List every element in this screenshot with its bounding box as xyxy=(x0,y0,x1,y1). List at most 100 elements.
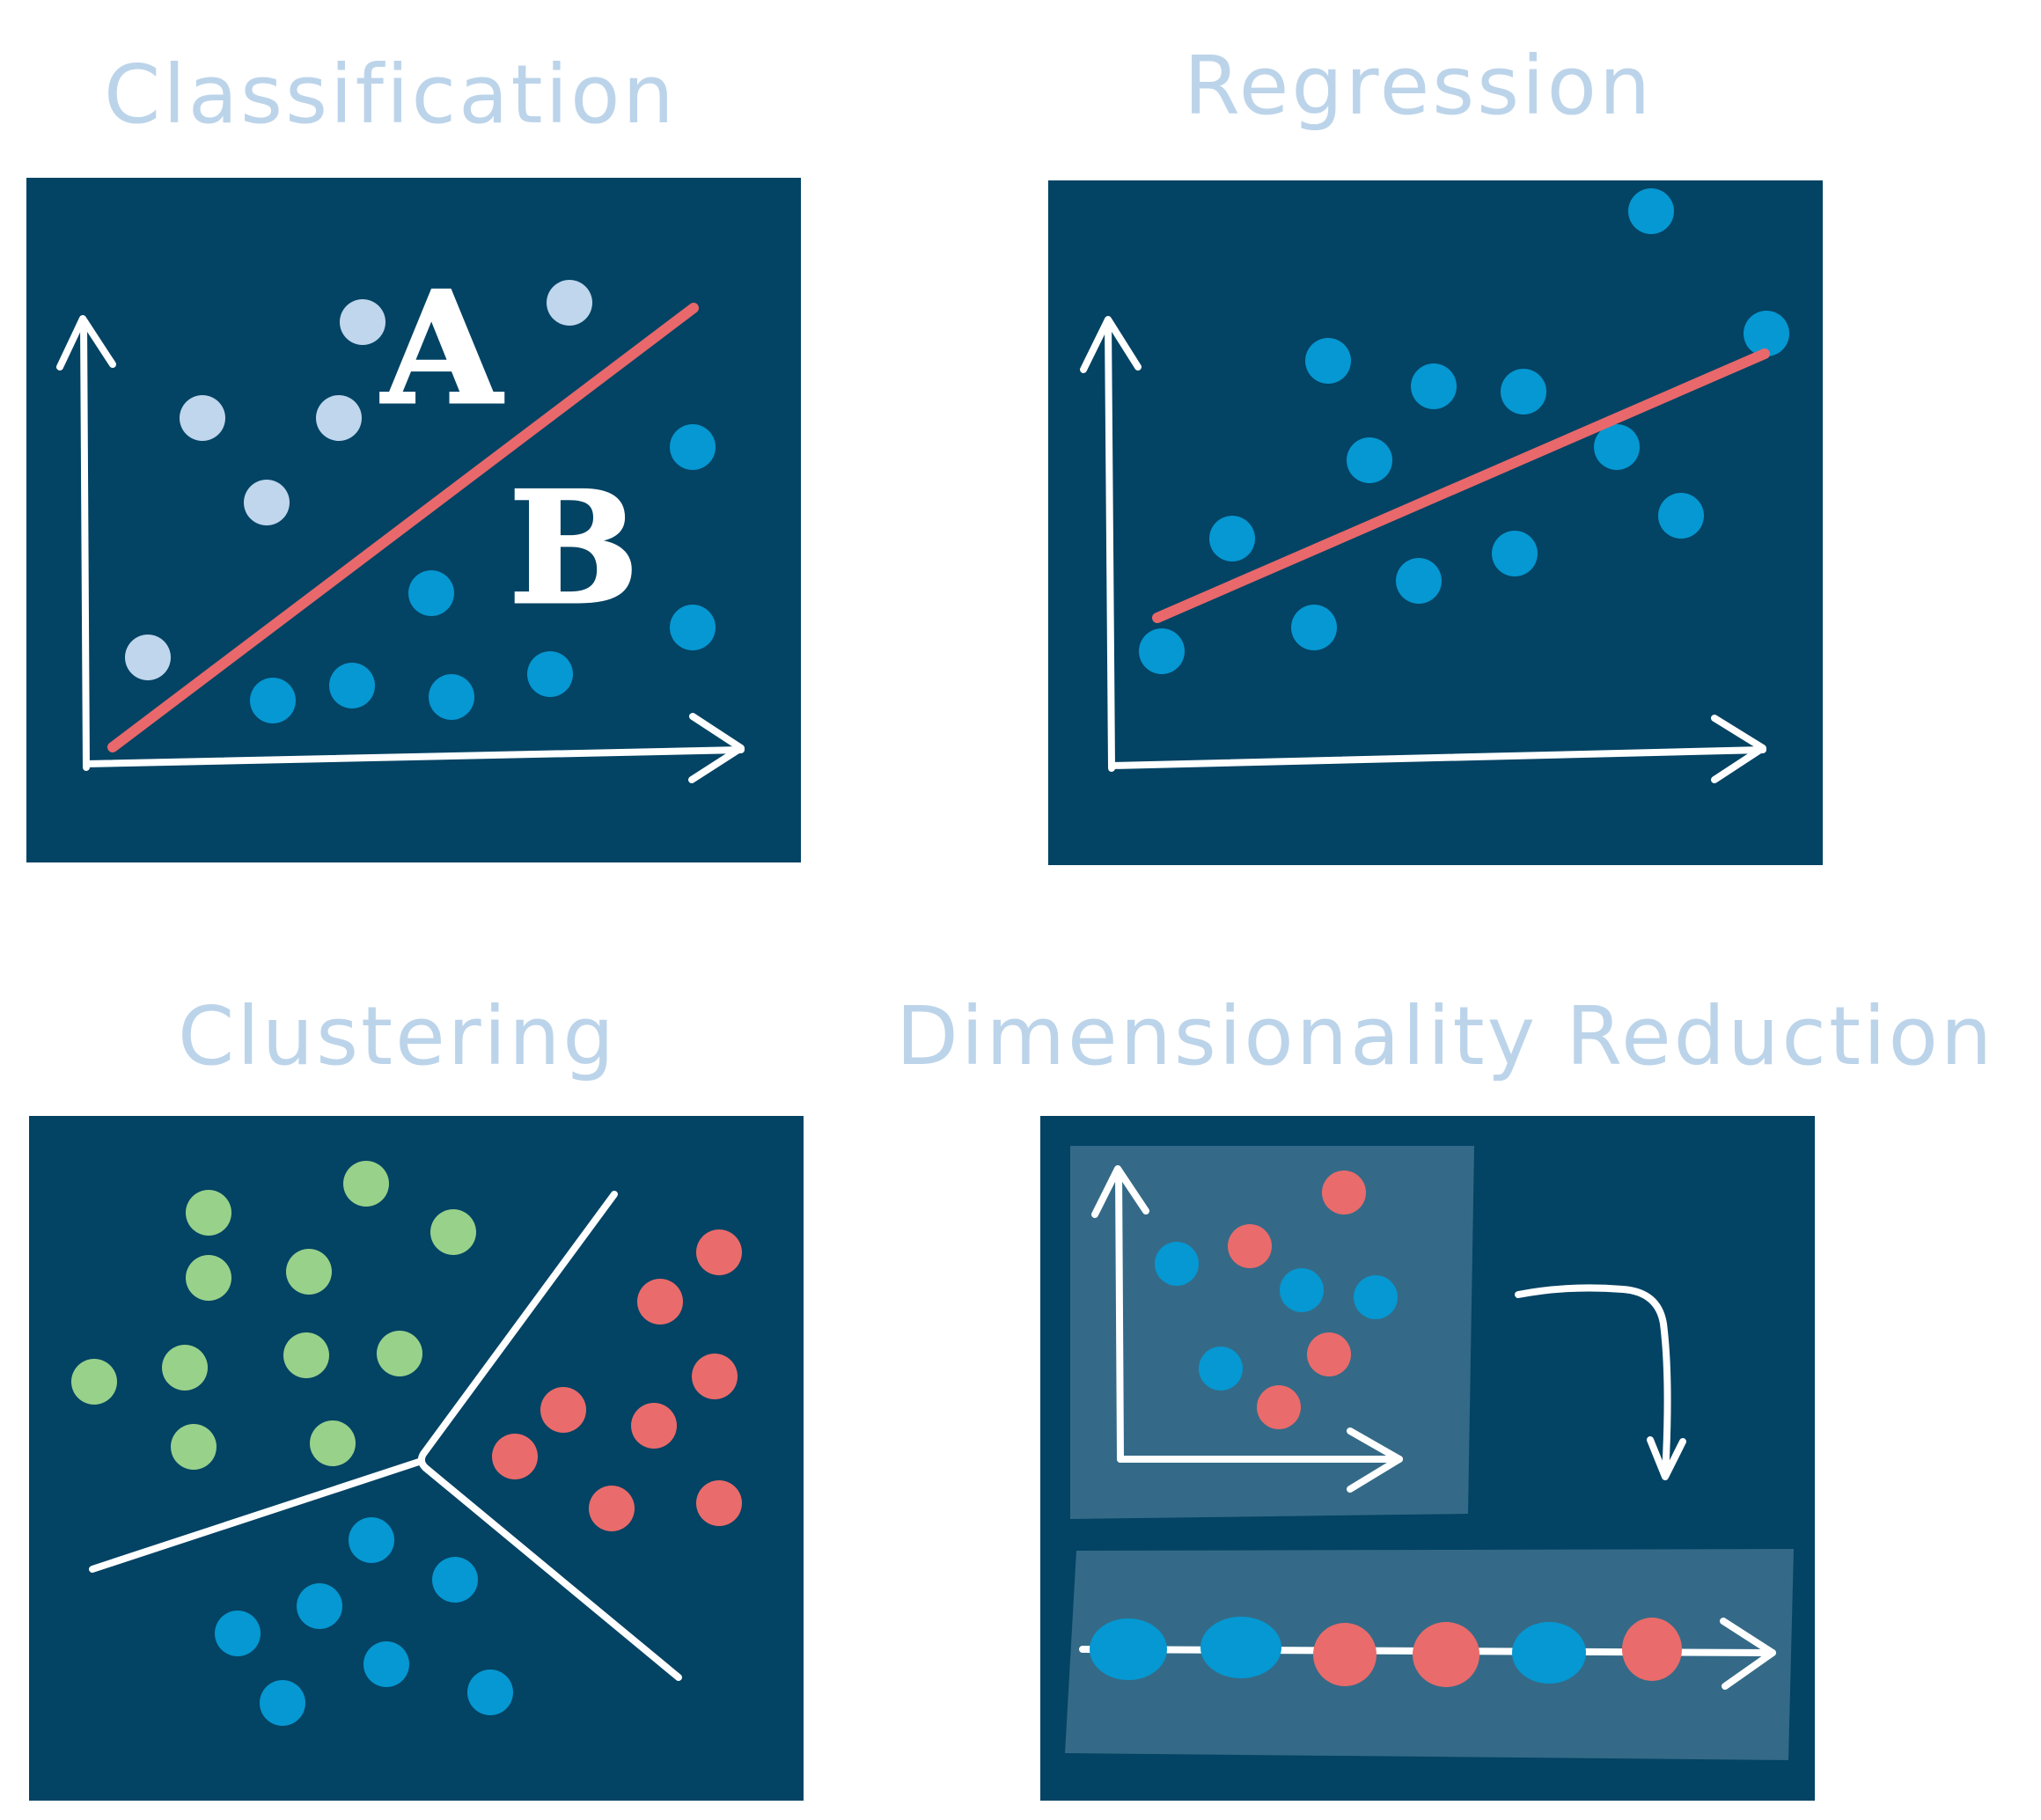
cluster-green-point xyxy=(71,1359,117,1405)
class-a-point xyxy=(180,395,225,441)
data-point xyxy=(1658,493,1704,539)
class-b-points xyxy=(250,424,716,723)
cluster-blue-points xyxy=(215,1517,513,1726)
projection-arrow xyxy=(1515,1284,1671,1479)
cluster-red-point xyxy=(589,1486,635,1531)
x-axis-arrowhead xyxy=(688,713,745,783)
class-b-point xyxy=(250,678,296,723)
class-a-label: A xyxy=(380,259,503,439)
clustering-diagram xyxy=(71,1161,742,1726)
class-b-label: B xyxy=(509,459,639,639)
cluster-blue-point xyxy=(297,1583,342,1629)
data-point xyxy=(1594,424,1640,470)
projection-arrowhead xyxy=(1647,1436,1686,1480)
point-1d xyxy=(1090,1618,1167,1680)
class-b-point xyxy=(429,674,474,720)
regression-panel xyxy=(1048,180,1823,865)
data-point xyxy=(1347,437,1392,483)
data-point xyxy=(1628,188,1674,234)
decision-boundary xyxy=(107,303,699,752)
y-axis xyxy=(1115,1167,1124,1463)
cluster-blue-point xyxy=(467,1670,513,1715)
cluster-green-points xyxy=(71,1161,476,1470)
class-b-point xyxy=(670,605,716,650)
point-2d xyxy=(1228,1224,1272,1268)
cluster-green-point xyxy=(343,1161,389,1207)
class-b-point xyxy=(527,651,573,697)
point-2d xyxy=(1307,1332,1351,1376)
class-a-point xyxy=(244,480,290,525)
data-point xyxy=(1396,558,1442,604)
cluster-green-point xyxy=(283,1332,329,1378)
class-a-point xyxy=(316,395,362,441)
classification-panel: A B xyxy=(26,178,801,862)
cluster-boundary-right xyxy=(424,1466,682,1681)
one-dimensional-points xyxy=(1090,1617,1682,1687)
point-2d xyxy=(1257,1385,1301,1429)
cluster-red-point xyxy=(492,1434,538,1479)
x-axis-arrowhead xyxy=(1347,1427,1403,1493)
point-2d xyxy=(1155,1242,1199,1286)
class-a-point xyxy=(125,635,171,680)
point-2d xyxy=(1280,1268,1324,1312)
cluster-green-point xyxy=(286,1249,332,1295)
cluster-green-point xyxy=(186,1255,231,1301)
y-axis xyxy=(1105,318,1115,772)
clustering-panel xyxy=(29,1116,804,1801)
class-b-point xyxy=(670,424,716,470)
x-axis-arrowhead xyxy=(1711,715,1766,783)
cluster-green-point xyxy=(171,1424,217,1470)
dimensionality-reduction-panel xyxy=(1040,1116,1815,1801)
cluster-blue-point xyxy=(349,1517,394,1563)
y-axis-arrowhead xyxy=(56,315,116,371)
data-point xyxy=(1305,338,1351,384)
regression-line xyxy=(1152,349,1770,623)
point-2d xyxy=(1322,1171,1366,1215)
point-1d xyxy=(1200,1617,1281,1678)
class-a-points xyxy=(125,280,592,680)
x-axis xyxy=(83,746,745,767)
dimensionality-reduction-diagram xyxy=(1065,1146,1794,1760)
y-axis xyxy=(80,317,90,771)
cluster-boundary-left xyxy=(89,1458,422,1573)
cluster-red-point xyxy=(696,1480,742,1526)
cluster-blue-point xyxy=(363,1641,409,1687)
point-1d xyxy=(1512,1622,1586,1684)
data-point xyxy=(1411,363,1457,409)
clustering-title: Clustering xyxy=(178,989,617,1083)
cluster-green-point xyxy=(310,1420,356,1466)
cluster-red-point xyxy=(631,1403,677,1449)
cluster-red-point xyxy=(692,1354,738,1399)
point-1d xyxy=(1413,1622,1479,1687)
classification-title: Classification xyxy=(104,48,677,142)
data-point xyxy=(1291,605,1337,650)
class-b-point xyxy=(329,663,375,708)
two-dimensional-points xyxy=(1155,1171,1398,1429)
line-axis-arrowhead xyxy=(1720,1618,1776,1690)
data-point xyxy=(1744,311,1789,356)
dimensionality-reduction-title: Dimensionality Reduction xyxy=(896,989,1995,1083)
x-axis xyxy=(1108,746,1766,769)
classification-diagram: A B xyxy=(56,258,745,783)
point-2d xyxy=(1354,1275,1398,1319)
high-dimension-inset xyxy=(1070,1146,1474,1519)
data-point xyxy=(1209,516,1255,561)
point-1d xyxy=(1313,1623,1377,1686)
cluster-blue-point xyxy=(215,1611,261,1656)
point-1d xyxy=(1622,1618,1682,1681)
regression-diagram xyxy=(1080,188,1789,783)
cluster-red-point xyxy=(696,1229,742,1275)
point-2d xyxy=(1199,1347,1243,1391)
cluster-red-point xyxy=(637,1279,683,1325)
cluster-green-point xyxy=(186,1190,231,1236)
data-point xyxy=(1501,369,1546,415)
data-points xyxy=(1139,188,1789,674)
cluster-red-point xyxy=(540,1387,586,1433)
y-axis-arrowhead xyxy=(1080,316,1142,373)
class-a-point xyxy=(547,280,592,326)
cluster-blue-point xyxy=(432,1557,478,1603)
y-axis-arrowhead xyxy=(1091,1165,1149,1218)
cluster-green-point xyxy=(162,1345,208,1391)
cluster-blue-point xyxy=(260,1680,305,1726)
data-point xyxy=(1139,628,1185,674)
